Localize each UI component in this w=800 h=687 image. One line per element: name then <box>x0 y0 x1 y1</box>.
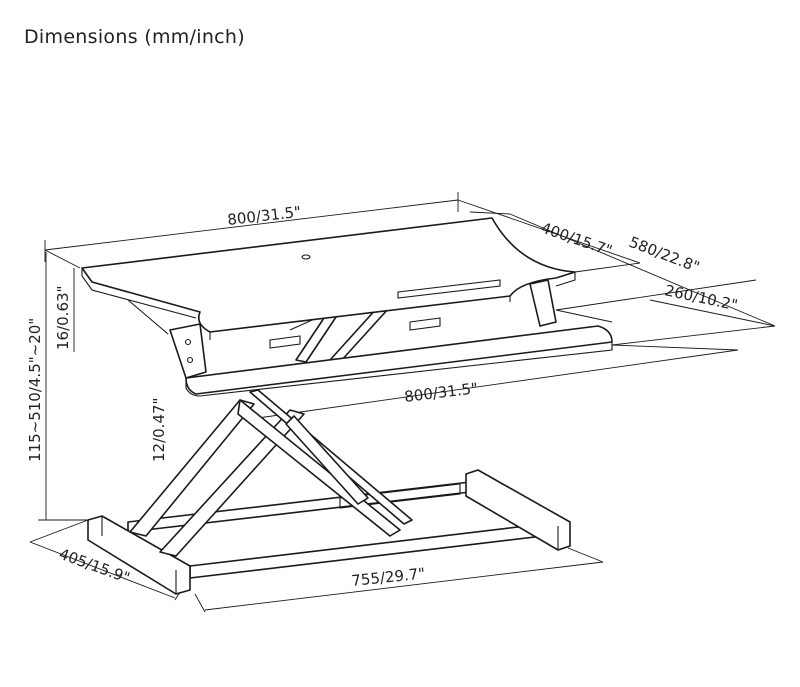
side-brackets <box>127 279 557 379</box>
total-depth-label: 580/22.8" <box>627 233 703 276</box>
keyboard-depth-dimension: 260/10.2" <box>555 279 776 327</box>
keyboard-thickness-label: 12/0.47" <box>150 398 168 462</box>
height-range-dimension: 115~510/4.5"~20" <box>26 252 90 521</box>
keyboard-width-label: 800/31.5" <box>403 379 479 406</box>
base-frame <box>87 469 571 595</box>
keyboard-depth-label: 260/10.2" <box>663 281 739 314</box>
top-thickness-dimension: 16/0.63" <box>54 268 75 352</box>
page-title: Dimensions (mm/inch) <box>24 26 245 48</box>
keyboard-thickness-dimension: 12/0.47" <box>150 398 168 462</box>
base-width-label: 755/29.7" <box>351 564 426 590</box>
x-frame <box>129 295 413 557</box>
top-width-label: 800/31.5" <box>226 203 302 229</box>
top-thickness-label: 16/0.63" <box>54 286 72 350</box>
height-range-label: 115~510/4.5"~20" <box>26 318 44 462</box>
keyboard-tray <box>185 317 613 397</box>
main-desktop <box>81 217 576 340</box>
